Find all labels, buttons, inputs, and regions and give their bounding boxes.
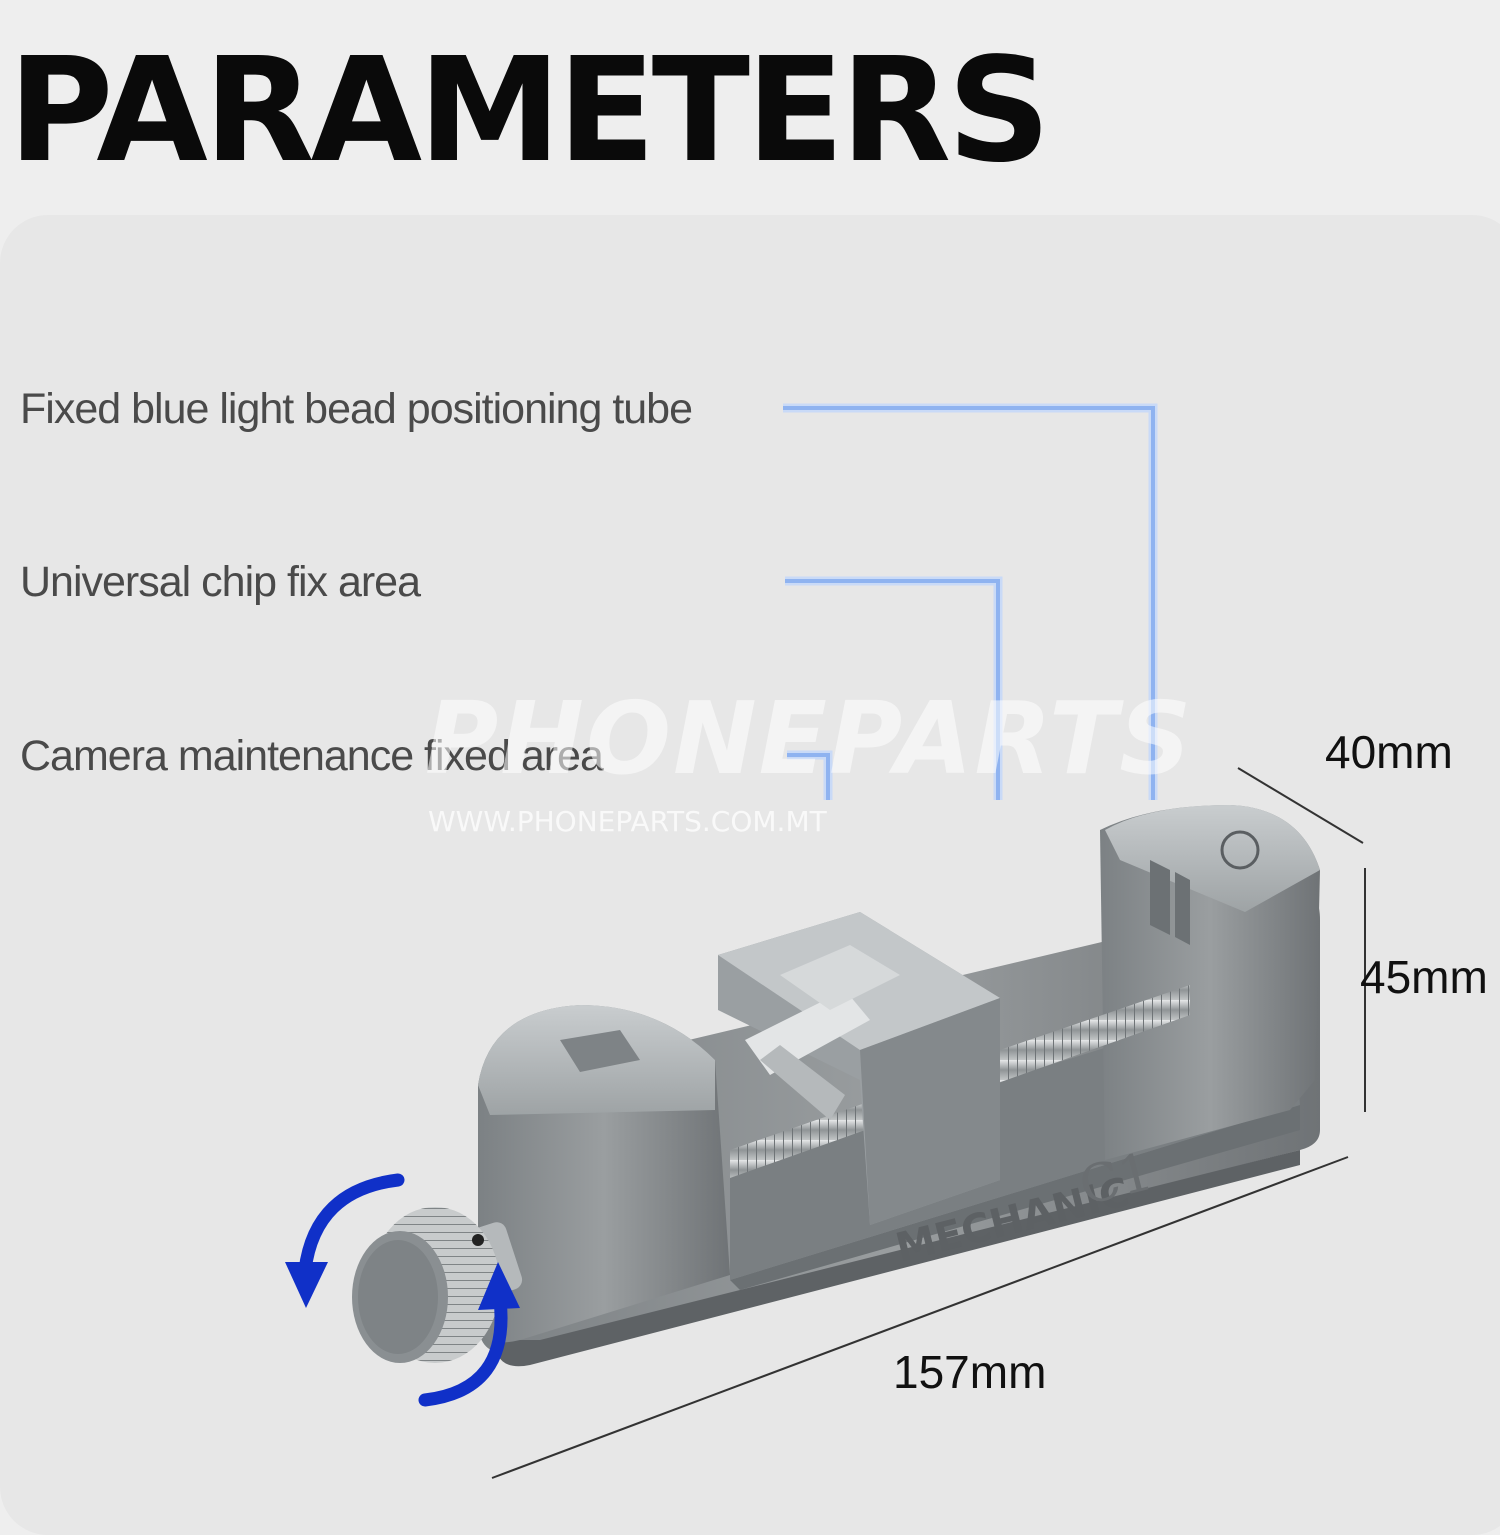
- dimension-length-label: 157mm: [893, 1346, 1047, 1398]
- rotate-arrow-icon: [298, 1173, 508, 1407]
- callout-label-chip-area: Universal chip fix area: [20, 558, 421, 606]
- dimension-height-label: 45mm: [1360, 951, 1488, 1003]
- dimension-depth-label: 40mm: [1325, 726, 1453, 778]
- callout-label-camera-area: Camera maintenance fixed area: [20, 732, 604, 780]
- dimension-lines: [491, 767, 1366, 1479]
- page-title: PARAMETERS: [8, 26, 1051, 194]
- dimension-line-length: [491, 1156, 1349, 1479]
- product-illustration: MECHANIC C1: [285, 403, 1366, 1479]
- leader-lines: [783, 403, 1158, 800]
- callout-label-light-tube: Fixed blue light bead positioning tube: [20, 385, 693, 433]
- watermark-logo: PHONEPARTS: [425, 680, 1194, 797]
- adjustment-knob: [352, 1207, 523, 1363]
- dimension-line-depth: [1237, 767, 1364, 844]
- watermark-url: WWW.PHONEPARTS.COM.MT: [428, 805, 827, 838]
